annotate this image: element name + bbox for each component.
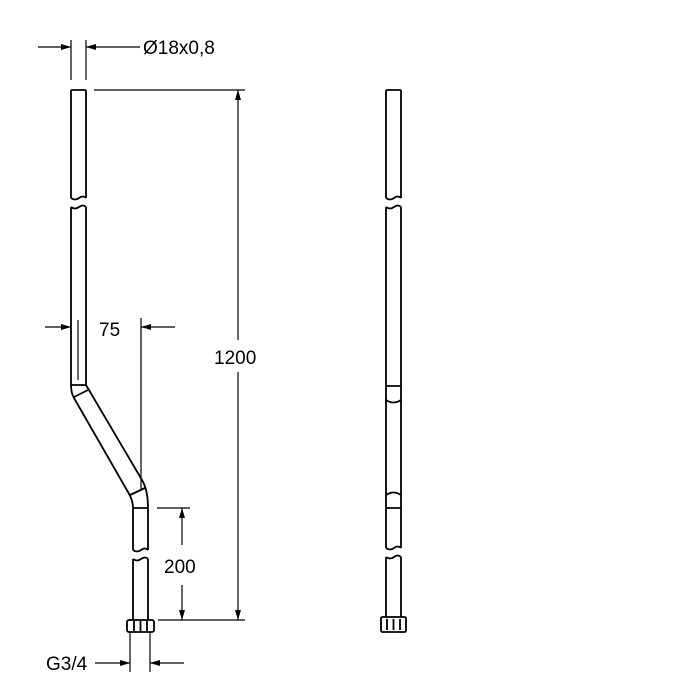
thread-dimension: G3/4 <box>46 632 184 675</box>
offset-label: 75 <box>99 320 120 341</box>
lower-length-label: 200 <box>164 557 196 578</box>
length-label: 1200 <box>214 348 256 369</box>
thread-label: G3/4 <box>46 654 88 675</box>
diameter-dimension: Ø18x0,8 <box>38 38 215 80</box>
front-view-pipe <box>70 89 155 633</box>
lower-length-dimension: 200 <box>157 507 196 620</box>
length-dimension: 1200 <box>94 89 256 621</box>
diameter-label: Ø18x0,8 <box>143 38 215 59</box>
offset-dimension: 75 <box>45 318 175 490</box>
side-view-pipe <box>380 89 407 633</box>
